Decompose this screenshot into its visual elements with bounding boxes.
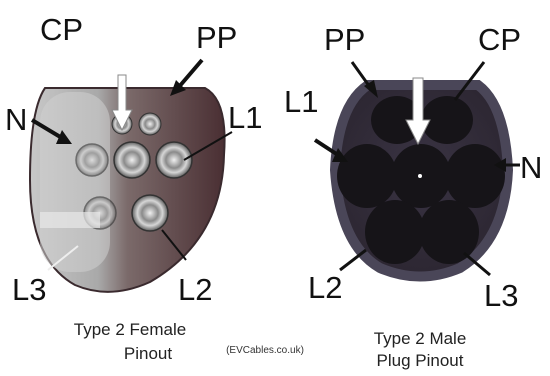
female-pin-l1 bbox=[156, 142, 192, 178]
male-label-l1: L1 bbox=[284, 84, 318, 119]
female-label-l1: L1 bbox=[228, 100, 262, 135]
female-pin-n bbox=[76, 144, 108, 176]
male-label-l2: L2 bbox=[308, 270, 342, 305]
male-pin-l1 bbox=[337, 144, 397, 208]
female-label-cp: CP bbox=[40, 12, 83, 47]
female-socket-light-half bbox=[40, 92, 110, 272]
source-credit: (EVCables.co.uk) bbox=[226, 345, 304, 356]
male-label-pp: PP bbox=[324, 22, 365, 57]
female-socket: CP PP N L1 L2 L3 Type 2 Female Pinout bbox=[5, 12, 262, 363]
female-label-l2: L2 bbox=[178, 272, 212, 307]
female-pp-pointer bbox=[178, 60, 202, 88]
female-pin-center bbox=[114, 142, 150, 178]
female-caption-line2: Pinout bbox=[124, 344, 172, 363]
female-pin-l2 bbox=[132, 195, 168, 231]
male-pin-n bbox=[445, 144, 505, 208]
male-center-dot bbox=[418, 174, 422, 178]
male-pin-l3 bbox=[419, 200, 479, 264]
male-label-l3: L3 bbox=[484, 278, 518, 313]
female-label-l3: L3 bbox=[12, 272, 46, 307]
male-label-cp: CP bbox=[478, 22, 521, 57]
female-texture-band bbox=[40, 212, 100, 228]
female-label-pp: PP bbox=[196, 20, 237, 55]
male-pin-l2 bbox=[365, 200, 425, 264]
female-pin-pp bbox=[139, 113, 161, 135]
male-label-n: N bbox=[520, 150, 542, 185]
male-plug: PP CP L1 N L2 L3 Type 2 Male Plug Pinout bbox=[284, 22, 542, 370]
female-label-n: N bbox=[5, 102, 27, 137]
male-caption-line1: Type 2 Male bbox=[374, 329, 467, 348]
male-caption-line2: Plug Pinout bbox=[377, 351, 464, 370]
female-caption-line1: Type 2 Female bbox=[74, 320, 186, 339]
